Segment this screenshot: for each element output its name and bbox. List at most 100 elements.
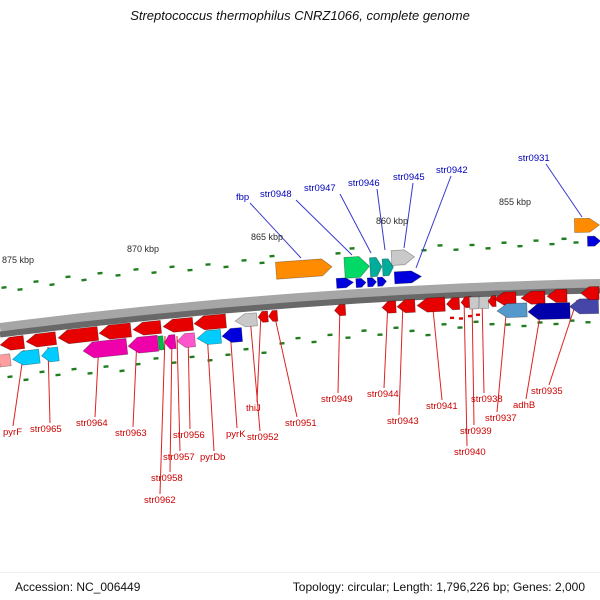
gene-label-str0957[interactable]: str0957: [163, 452, 195, 463]
gene-feature[interactable]: [57, 326, 100, 345]
gene-label-str0945[interactable]: str0945: [393, 172, 425, 183]
gene-label-fbp[interactable]: fbp: [236, 192, 249, 203]
gene-str0944[interactable]: [381, 300, 397, 314]
gene-str0952[interactable]: [234, 312, 258, 328]
gene-str0965[interactable]: [41, 346, 60, 363]
leader-line-str0948: [295, 199, 353, 256]
density-tick-green: [377, 333, 383, 337]
gene-label-str0938[interactable]: str0938: [471, 394, 503, 405]
gene-label-str0946[interactable]: str0946: [348, 178, 380, 189]
gene-label-str0951[interactable]: str0951: [285, 418, 317, 429]
gene-label-str0942[interactable]: str0942: [436, 165, 468, 176]
gene-str0931[interactable]: [573, 217, 600, 233]
density-tick-green: [327, 333, 333, 337]
gene-str0947[interactable]: [369, 257, 383, 278]
gene-label-str0962[interactable]: str0962: [144, 495, 176, 506]
gene-fbp[interactable]: [275, 258, 333, 280]
gene-feature[interactable]: [98, 322, 133, 340]
gene-str0963[interactable]: [127, 334, 160, 354]
gene-str0941[interactable]: [416, 296, 446, 313]
gene-str0958[interactable]: [176, 332, 196, 349]
gene-str0964[interactable]: [82, 337, 129, 359]
density-tick-green: [453, 248, 459, 252]
gene-feature[interactable]: [132, 320, 162, 336]
gene-label-str0931[interactable]: str0931: [518, 153, 550, 164]
density-tick-green: [97, 271, 103, 275]
gene-label-str0956[interactable]: str0956: [173, 430, 205, 441]
leader-line-str0947: [339, 193, 372, 254]
gene-str0948[interactable]: [343, 256, 370, 279]
density-tick-green: [533, 239, 539, 242]
density-tick-green: [189, 355, 195, 359]
leader-line-str0931: [545, 163, 583, 218]
ruler-label: 860 kbp: [376, 216, 408, 226]
gene-pyrK[interactable]: [221, 327, 243, 344]
gene-label-str0941[interactable]: str0941: [426, 401, 458, 412]
gene-label-str0939[interactable]: str0939: [460, 426, 492, 437]
gene-label-str0952[interactable]: str0952: [247, 432, 279, 443]
gene-str0942[interactable]: [393, 270, 423, 285]
page-title: Streptococcus thermophilus CNRZ1066, com…: [130, 8, 470, 23]
gene-str0938[interactable]: [478, 295, 490, 310]
density-tick-green: [115, 273, 121, 277]
gene-pyrF[interactable]: [11, 348, 41, 366]
gene-feature[interactable]: [162, 316, 194, 333]
gene-label-str0949[interactable]: str0949: [321, 394, 353, 405]
gene-label-adhB[interactable]: adhB: [513, 400, 535, 411]
density-tick-green: [549, 242, 555, 246]
gene-feature[interactable]: [355, 277, 367, 289]
gene-feature[interactable]: [366, 277, 377, 288]
leader-line-str0944: [383, 300, 389, 389]
gene-str0951[interactable]: [268, 309, 279, 322]
gene-str0937[interactable]: [496, 302, 528, 318]
gene-feature[interactable]: [376, 276, 387, 287]
gene-label-str0947[interactable]: str0947: [304, 183, 336, 194]
gene-feature[interactable]: [487, 295, 497, 308]
gene-pyrDb[interactable]: [196, 328, 222, 345]
gene-label-str0963[interactable]: str0963: [115, 428, 147, 439]
gene-str0943[interactable]: [396, 298, 416, 314]
gene-feature[interactable]: [520, 290, 546, 305]
density-tick-green: [537, 321, 543, 324]
status-accession: Accession: NC_006449: [15, 579, 141, 594]
gene-feature[interactable]: [157, 335, 165, 351]
gene-feature[interactable]: [335, 277, 355, 289]
gene-adhB[interactable]: [527, 302, 571, 320]
gene-label-str0937[interactable]: str0937: [485, 413, 517, 424]
density-tick-green: [473, 320, 479, 324]
gene-str0949[interactable]: [334, 303, 347, 317]
density-tick-green: [269, 254, 275, 258]
gene-str0945[interactable]: [390, 249, 416, 266]
gene-feature[interactable]: [580, 286, 600, 301]
gene-str0946[interactable]: [381, 258, 394, 277]
gene-str0962[interactable]: [164, 334, 177, 350]
gene-feature[interactable]: [25, 331, 58, 348]
gene-label-pyrF[interactable]: pyrF: [3, 427, 22, 438]
leader-line-str0945: [403, 182, 414, 249]
density-tick-green: [49, 283, 55, 287]
density-tick-green: [585, 320, 591, 324]
gene-label-str0964[interactable]: str0964: [76, 418, 108, 429]
gene-label-thiJ[interactable]: thiJ: [246, 403, 261, 414]
gene-label-str0958[interactable]: str0958: [151, 473, 183, 484]
gene-feature[interactable]: [0, 353, 12, 368]
gene-feature[interactable]: [546, 288, 568, 303]
gene-label-str0943[interactable]: str0943: [387, 416, 419, 427]
gene-label-str0948[interactable]: str0948: [260, 189, 292, 200]
gene-feature[interactable]: [0, 335, 26, 352]
density-tick-green: [573, 241, 579, 244]
gene-label-pyrK[interactable]: pyrK: [226, 429, 246, 440]
gene-label-pyrDb[interactable]: pyrDb: [200, 452, 225, 463]
gene-str0935[interactable]: [568, 298, 600, 315]
gene-feature[interactable]: [446, 297, 461, 311]
gene-feature[interactable]: [587, 235, 600, 247]
gene-str0939[interactable]: [468, 296, 480, 310]
gene-feature[interactable]: [193, 313, 227, 331]
gene-feature[interactable]: [493, 291, 517, 306]
gene-label-str0935[interactable]: str0935: [531, 386, 563, 397]
gene-label-str0944[interactable]: str0944: [367, 389, 399, 400]
gene-label-str0965[interactable]: str0965: [30, 424, 62, 435]
gene-label-str0940[interactable]: str0940: [454, 447, 486, 458]
density-tick-green: [133, 267, 139, 271]
gene-thiJ[interactable]: [257, 310, 269, 323]
